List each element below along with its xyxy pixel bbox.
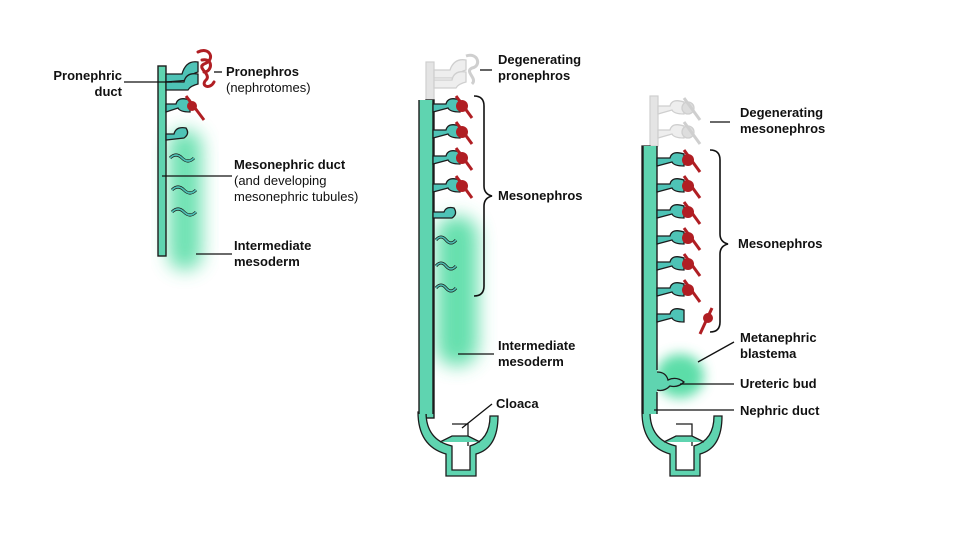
label-panel-2-intermediate-mesoderm-line-2: mesoderm bbox=[498, 354, 564, 369]
label-panel-1-intermediate-mesoderm-line-2: mesoderm bbox=[234, 254, 300, 269]
label-pronephric-duct: Pronephric duct bbox=[40, 68, 122, 100]
panel-3-mesonephric-tubules bbox=[656, 149, 714, 335]
label-cloaca: Cloaca bbox=[496, 396, 539, 411]
label-mesonephric-duct-sub-2: mesonephric tubules) bbox=[234, 189, 359, 204]
panel-2-degenerating-duct bbox=[425, 61, 435, 101]
panel-2 bbox=[417, 53, 499, 477]
label-panel-2-intermediate-mesoderm-line-1: Intermediate bbox=[498, 338, 576, 353]
label-pronephros: Pronephros (nephrotomes) bbox=[226, 64, 311, 96]
label-degenerating-pronephros-line-1: Degenerating bbox=[498, 52, 582, 67]
label-panel-1-intermediate-mesoderm: Intermediate mesoderm bbox=[234, 238, 311, 270]
label-panel-3-mesonephros: Mesonephros bbox=[738, 236, 823, 251]
panel-2-leader-lines bbox=[458, 69, 494, 429]
panel-2-mesonephric-tubules bbox=[432, 95, 474, 293]
panel-3 bbox=[641, 95, 735, 477]
label-degenerating-pronephros-line-2: pronephros bbox=[498, 68, 571, 83]
panel-3-leader-lines bbox=[654, 121, 735, 411]
label-ureteric-bud: Ureteric bud bbox=[740, 376, 817, 391]
label-panel-2-intermediate-mesoderm: Intermediate mesoderm bbox=[498, 338, 575, 370]
label-degenerating-mesonephros-line-2: mesonephros bbox=[740, 121, 826, 136]
panel-2-duct-base bbox=[417, 411, 499, 477]
label-mesonephric-duct-sub-1: (and developing bbox=[234, 173, 327, 188]
label-panel-2-mesonephros: Mesonephros bbox=[498, 188, 583, 203]
panel-2-mesonephros-bracket bbox=[473, 95, 493, 297]
label-panel-1-intermediate-mesoderm-line-1: Intermediate bbox=[234, 238, 312, 253]
panel-1 bbox=[124, 49, 232, 270]
panel-2-degenerating-pronephros-tubules bbox=[433, 53, 480, 89]
label-pronephric-duct-line-2: duct bbox=[94, 84, 122, 99]
panel-1-tubule bbox=[165, 95, 206, 121]
label-mesonephric-duct: Mesonephric duct (and developing mesonep… bbox=[234, 157, 358, 205]
panel-2-intermediate-mesoderm-region bbox=[436, 216, 478, 366]
label-nephrotomes: (nephrotomes) bbox=[226, 80, 311, 95]
label-metanephric-blastema-line-1: Metanephric bbox=[740, 330, 817, 345]
panel-1-developing-tubules bbox=[165, 126, 198, 217]
panel-1-nephrotome-glomeruli bbox=[196, 49, 216, 88]
label-metanephric-blastema: Metanephric blastema bbox=[740, 330, 817, 362]
panel-3-ureteric-bud bbox=[656, 371, 685, 392]
panel-3-degenerating-mesonephros-tubules bbox=[657, 97, 702, 145]
panel-1-duct bbox=[157, 65, 167, 257]
label-degenerating-mesonephros: Degenerating mesonephros bbox=[740, 105, 825, 137]
panel-1-leader-lines bbox=[124, 71, 232, 255]
label-nephric-duct: Nephric duct bbox=[740, 403, 820, 418]
panel-1-pronephric-tubules bbox=[165, 61, 199, 91]
panel-3-mesonephros-bracket bbox=[709, 149, 729, 333]
label-degenerating-mesonephros-line-1: Degenerating bbox=[740, 105, 824, 120]
label-pronephros-title: Pronephros bbox=[226, 64, 299, 79]
panel-1-intermediate-mesoderm-region bbox=[168, 130, 202, 270]
label-pronephric-duct-line-1: Pronephric bbox=[53, 68, 122, 83]
label-mesonephric-duct-title: Mesonephric duct bbox=[234, 157, 346, 172]
panel-3-degenerating-duct bbox=[649, 95, 659, 147]
label-degenerating-pronephros: Degenerating pronephros bbox=[498, 52, 581, 84]
label-metanephric-blastema-line-2: blastema bbox=[740, 346, 797, 361]
